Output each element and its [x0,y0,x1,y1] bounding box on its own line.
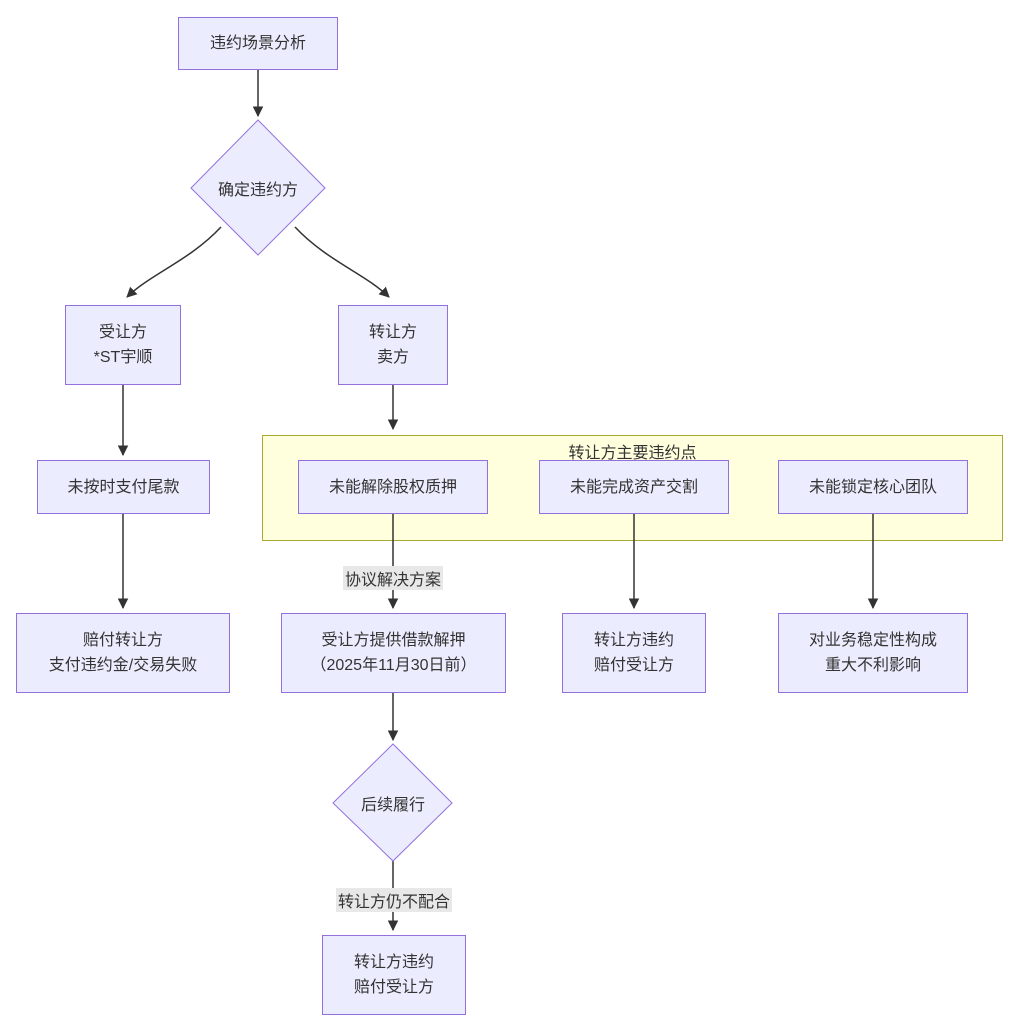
node-breach-scenario-analysis: 违约场景分析 [178,17,338,70]
node-transferee: 受让方 *ST宇顺 [65,305,181,385]
edge-label-solution: 协议解决方案 [342,566,444,590]
node-label-line2: 赔付受让方 [593,657,674,674]
node-loan-release-pledge: 受让方提供借款解押 （2025年11月30日前） [281,613,506,693]
node-label-line2: 支付违约金/交易失败 [48,657,198,674]
node-label: 未按时支付尾款 [67,478,180,496]
node-label-line1: 受让方提供借款解押 [321,632,466,649]
edge-decision-to-transferor [294,226,390,298]
node-label: 未能完成资产交割 [569,478,698,496]
node-label-line2: *ST宇顺 [93,349,153,366]
node-label: 未能锁定核心团队 [808,478,937,496]
node-core-team-not-locked: 未能锁定核心团队 [778,460,968,514]
node-pledge-not-released: 未能解除股权质押 [298,460,488,514]
node-label-line2: 卖方 [376,349,409,366]
node-asset-delivery-incomplete: 未能完成资产交割 [539,460,729,514]
node-compensate-transferor: 赔付转让方 支付违约金/交易失败 [16,613,230,693]
node-transferor: 转让方 卖方 [338,305,448,385]
node-label: 未能解除股权质押 [328,478,457,496]
node-late-payment: 未按时支付尾款 [37,460,210,514]
node-label-line2: 赔付受让方 [353,979,434,996]
node-label-line1: 转让方违约 [353,954,434,971]
node-label-line1: 转让方违约 [593,632,674,649]
node-label-line2: 重大不利影响 [824,657,921,674]
edge-label-noncooperate: 转让方仍不配合 [335,888,453,912]
node-label-line1: 赔付转让方 [82,632,163,649]
node-label: 违约场景分析 [209,35,306,52]
subgraph-title: 转让方主要违约点 [568,445,697,462]
node-label-line2: （2025年11月30日前） [310,657,477,674]
edge-decision-to-transferee [126,226,222,298]
node-business-stability-impact: 对业务稳定性构成 重大不利影响 [778,613,968,693]
decision-followup-label: 后续履行 [360,797,426,814]
decision-diamond-determine-party [190,119,326,256]
decision-diamond-followup [332,743,453,862]
node-label-line1: 转让方 [368,324,417,341]
decision-determine-party-label: 确定违约方 [217,182,299,199]
node-transferor-breach-compensate: 转让方违约 赔付受让方 [562,613,706,693]
node-final-transferor-breach: 转让方违约 赔付受让方 [322,935,466,1015]
node-label-line1: 受让方 [98,324,147,341]
node-label-line1: 对业务稳定性构成 [808,632,937,649]
